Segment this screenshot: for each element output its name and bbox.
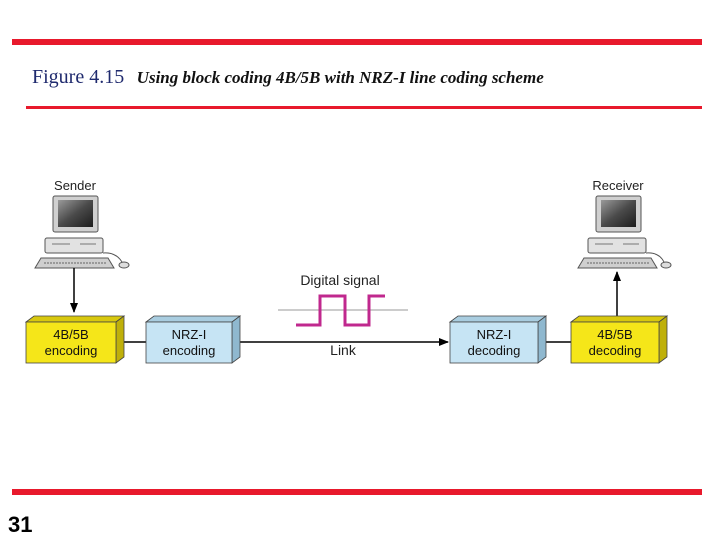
block-4b5b-decoding: 4B/5B decoding xyxy=(569,315,669,364)
block-4b5b-decoding-line2: decoding xyxy=(589,343,642,358)
block-4b5b-encoding-line2: encoding xyxy=(45,343,98,358)
block-4b5b-decoding-line1: 4B/5B xyxy=(597,327,632,342)
receiver-computer-icon xyxy=(577,195,672,269)
link-label: Link xyxy=(330,342,357,358)
sender-label: Sender xyxy=(54,178,97,193)
digital-signal-label: Digital signal xyxy=(300,272,379,288)
block-4b5b-encoding: 4B/5B encoding xyxy=(24,315,126,364)
block-nrzi-decoding: NRZ-I decoding xyxy=(448,315,548,364)
receiver-label: Receiver xyxy=(592,178,644,193)
sender-computer-icon xyxy=(34,195,130,269)
block-nrzi-encoding: NRZ-I encoding xyxy=(144,315,242,364)
figure-title: Figure 4.15 Using block coding 4B/5B wit… xyxy=(32,66,544,89)
block-nrzi-encoding-line2: encoding xyxy=(163,343,216,358)
figure-label: Figure 4.15 xyxy=(32,66,125,88)
block-nrzi-decoding-line2: decoding xyxy=(468,343,521,358)
nrzi-signal-waveform xyxy=(296,294,385,327)
block-4b5b-encoding-line1: 4B/5B xyxy=(53,327,88,342)
page-number: 31 xyxy=(8,512,33,537)
bottom-rule xyxy=(12,489,702,495)
block-nrzi-encoding-line1: NRZ-I xyxy=(172,327,207,342)
title-underline xyxy=(26,106,702,109)
block-nrzi-decoding-line1: NRZ-I xyxy=(477,327,512,342)
figure-caption: Using block coding 4B/5B with NRZ-I line… xyxy=(136,68,544,87)
top-rule xyxy=(12,39,702,45)
